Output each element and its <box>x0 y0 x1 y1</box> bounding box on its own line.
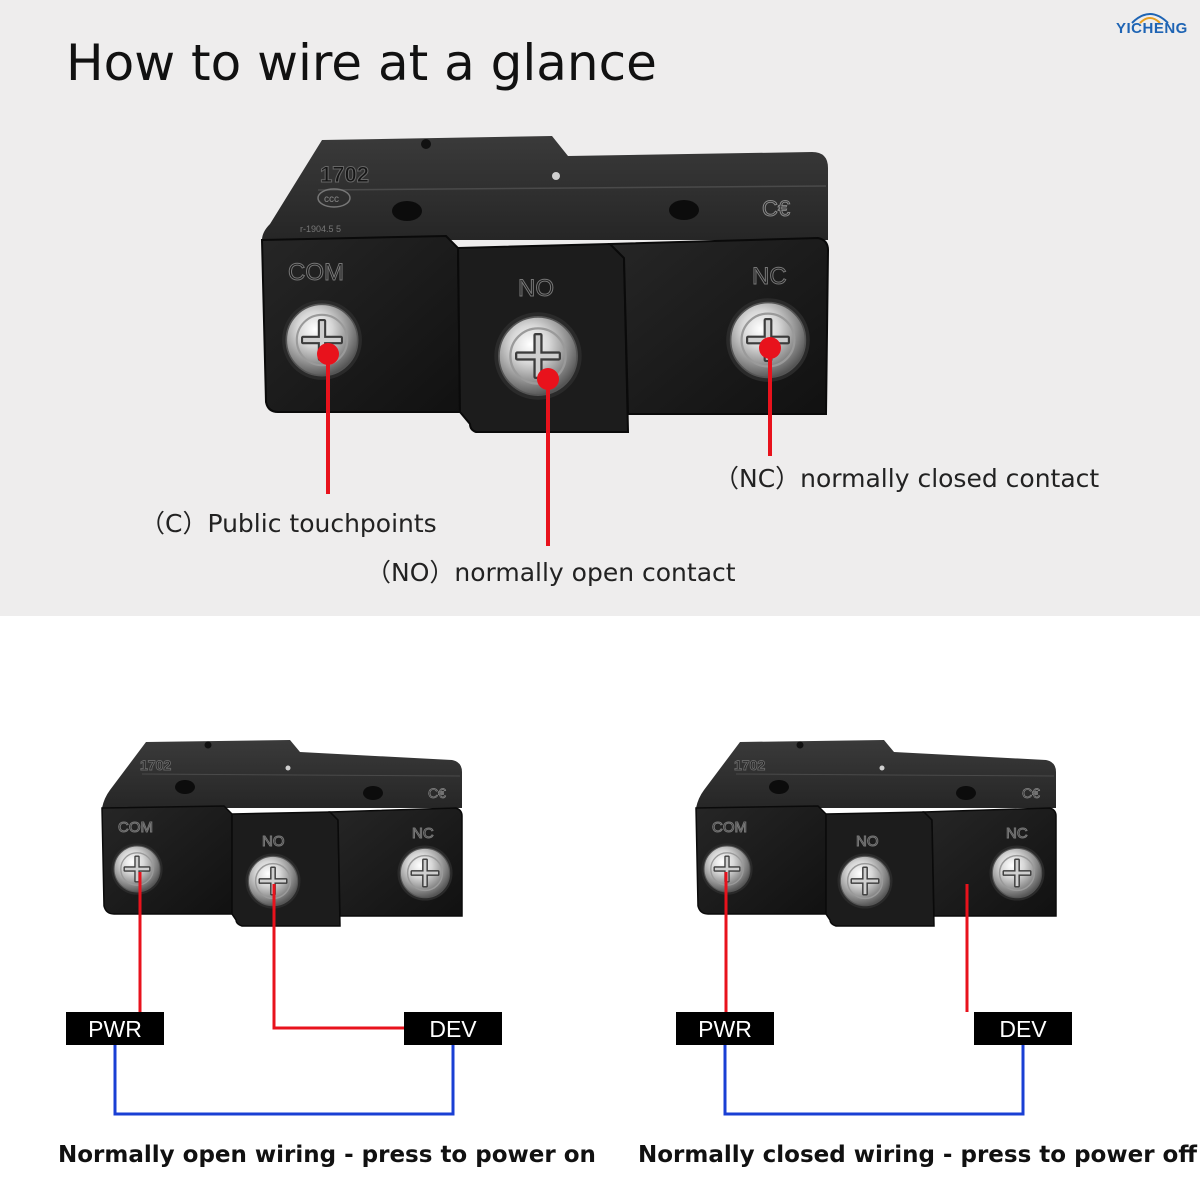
dev-label: DEV <box>429 1016 477 1042</box>
terminal-label-nc-small: NC <box>1006 825 1028 842</box>
diagram-normally-closed: 1702 COM NO NC C€ PWR DEV <box>676 740 1072 1116</box>
pwr-label: PWR <box>698 1016 752 1042</box>
terminal-label-nc: NC <box>752 263 787 290</box>
terminal-label-no-small: NO <box>856 833 879 850</box>
callout-normally-closed: （NC）normally closed contact <box>714 464 1100 493</box>
terminal-label-nc-small: NC <box>412 825 434 842</box>
brand-arc-icon <box>1131 13 1169 24</box>
svg-text:C€: C€ <box>762 196 790 221</box>
no-screw-icon <box>836 852 894 910</box>
caption-normally-closed: Normally closed wiring - press to power … <box>638 1142 1197 1168</box>
wire-red-no-dev <box>272 884 404 1030</box>
pwr-box: PWR <box>676 1012 774 1045</box>
pwr-label: PWR <box>88 1016 142 1042</box>
svg-text:ccc: ccc <box>324 194 339 205</box>
model-number-small: 1702 <box>140 757 171 773</box>
nc-screw-icon <box>396 844 454 902</box>
terminal-label-com-small: COM <box>118 819 153 836</box>
callout-normally-open: （NO）normally open contact <box>366 558 736 587</box>
serial-marking: r-1904.5 5 <box>300 224 341 234</box>
ce-mark-icon: C€ <box>1022 785 1041 802</box>
com-screw-icon <box>110 842 164 896</box>
dev-box: DEV <box>974 1012 1072 1045</box>
ce-mark-icon: C€ <box>762 196 791 222</box>
wire-blue-return <box>113 1045 455 1116</box>
pointer-no <box>537 368 559 546</box>
page-title: How to wire at a glance <box>66 34 657 92</box>
pwr-box: PWR <box>66 1012 164 1045</box>
nc-screw-icon <box>988 844 1046 902</box>
model-number-small: 1702 <box>734 757 765 773</box>
pointer-com <box>317 343 339 494</box>
main-switch-illustration: 1702 ccc r-1904.5 5 C€ COM NO NC <box>260 136 830 546</box>
terminal-label-com: COM <box>288 259 344 286</box>
terminal-label-com-small: COM <box>712 819 747 836</box>
callout-common: （C）Public touchpoints <box>140 509 437 538</box>
terminal-label-no-small: NO <box>262 833 285 850</box>
wire-blue-return <box>723 1045 1025 1116</box>
dev-box: DEV <box>404 1012 502 1045</box>
model-number: 1702 <box>320 162 369 187</box>
dev-label: DEV <box>999 1016 1047 1042</box>
ccc-mark-icon: ccc <box>317 188 351 208</box>
svg-text:C€: C€ <box>1022 785 1040 801</box>
brand-logo: YICHENG <box>1116 20 1188 37</box>
diagram-normally-open: 1702 COM NO NC C€ PWR DEV <box>66 740 502 1116</box>
pointer-nc <box>759 337 781 456</box>
terminal-label-no: NO <box>518 275 554 302</box>
caption-normally-open: Normally open wiring - press to power on <box>58 1142 596 1168</box>
svg-text:C€: C€ <box>428 785 446 801</box>
ce-mark-icon: C€ <box>428 785 447 802</box>
